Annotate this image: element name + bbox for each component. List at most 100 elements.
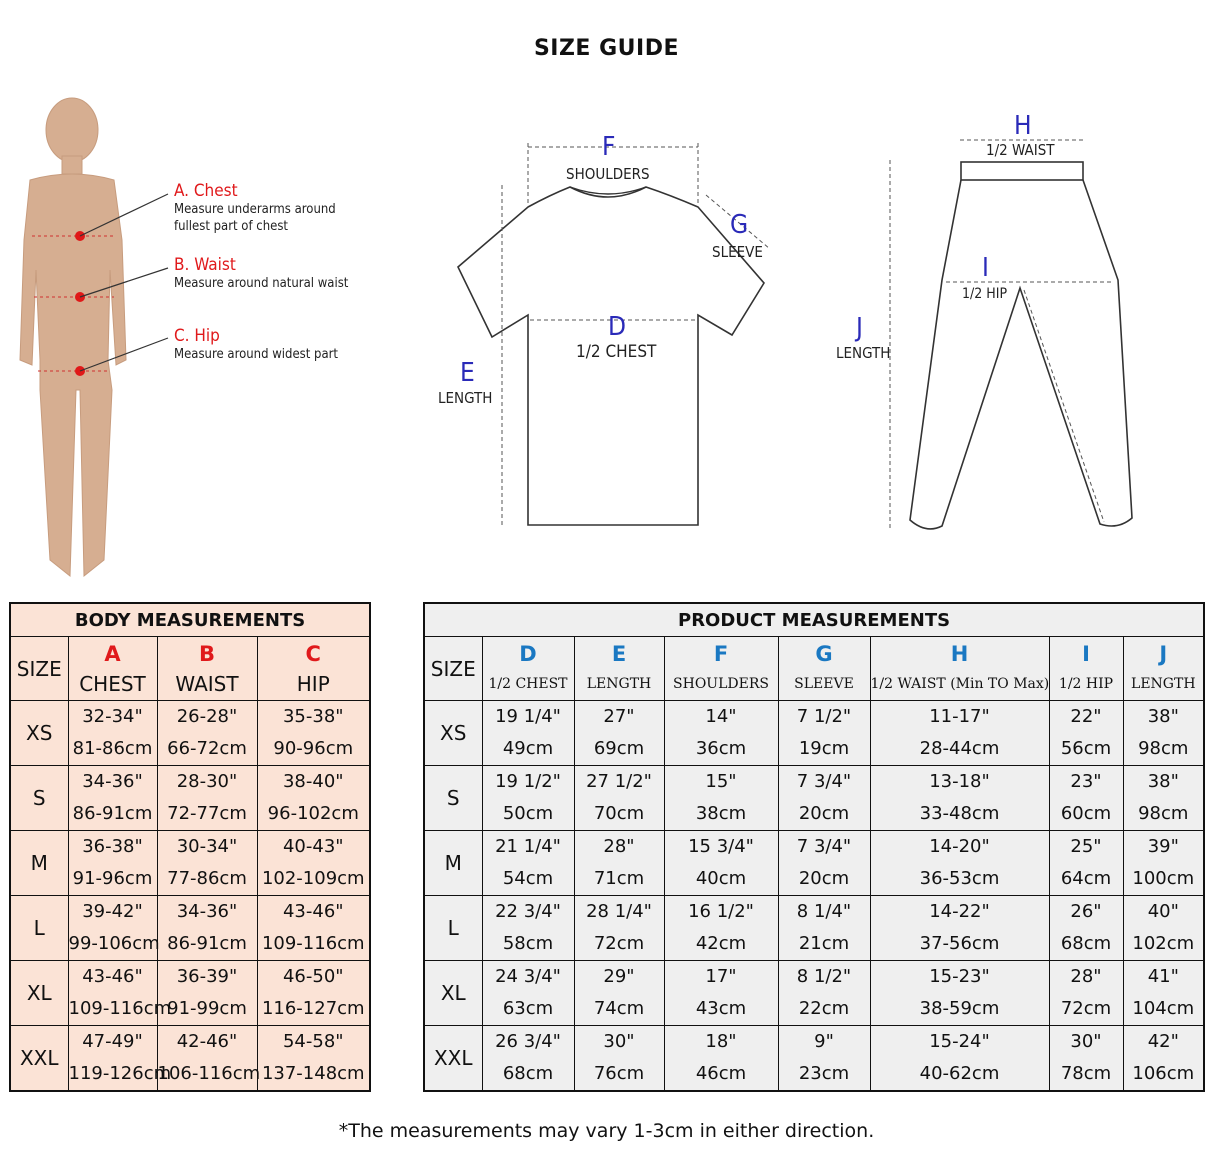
product-value-cell: 30"78cm <box>1048 1025 1124 1092</box>
body-value-cell: 54-58"137-148cm <box>256 1025 371 1092</box>
body-silhouette <box>19 97 127 578</box>
cm-value: 56cm <box>1060 738 1112 759</box>
body-figure-diagram: A. Chest Measure underarms around fulles… <box>19 97 349 578</box>
product-col-name: 1/2 CHEST <box>488 675 568 692</box>
cm-value: 116-127cm <box>261 998 365 1019</box>
product-col-letter: J <box>1159 641 1168 666</box>
body-value-cell: 26-28"66-72cm <box>156 700 258 766</box>
cm-value: 72-77cm <box>167 803 247 824</box>
body-value-cell: 39-42" 99-106cm <box>67 895 160 961</box>
waist-desc: Measure around natural waist <box>174 276 349 291</box>
inch-value: 36-38" <box>82 836 143 857</box>
cm-value: 54cm <box>502 868 554 889</box>
product-value-cell: 19 1/4"49cm <box>481 700 575 766</box>
cm-value: 19cm <box>798 738 850 759</box>
cm-value: 86-91cm <box>167 933 247 954</box>
product-size-cell: M <box>423 830 483 896</box>
inch-value: 39-42" <box>82 901 143 922</box>
product-size-cell: S <box>423 765 483 831</box>
product-col-letter: E <box>611 641 627 666</box>
cm-value: 81-86cm <box>72 738 153 759</box>
product-col-name: 1/2 HIP <box>1058 675 1114 692</box>
inch-value: 40" <box>1147 901 1179 922</box>
inch-value: 7 3/4" <box>796 836 852 857</box>
cm-value: 60cm <box>1060 803 1112 824</box>
shirt-half-chest-label: 1/2 CHEST <box>576 342 657 362</box>
body-size-cell: M <box>9 830 69 896</box>
body-value-cell: 43-46"109-116cm <box>256 895 371 961</box>
inch-value: 29" <box>603 966 635 987</box>
cm-value: 42cm <box>695 933 747 954</box>
cm-value: 69cm <box>593 738 645 759</box>
pants-i-letter: I <box>982 253 989 283</box>
inch-value: 36-39" <box>176 966 238 987</box>
product-size-cell: L <box>423 895 483 961</box>
body-value-cell: 36-39"91-99cm <box>156 960 258 1026</box>
cm-value: 33-48cm <box>919 803 1000 824</box>
inch-value: 46-50" <box>282 966 344 987</box>
cm-value: 38cm <box>695 803 747 824</box>
inch-value: 38" <box>1147 706 1179 727</box>
inch-value: 15" <box>705 771 737 792</box>
body-value-cell: 43-46"109-116cm <box>67 960 171 1026</box>
shirt-diagram: F SHOULDERS G SLEEVE D 1/2 CHEST E LENGT… <box>438 132 771 526</box>
cm-value: 99-106cm <box>68 933 160 954</box>
body-value-cell: 34-36"86-91cm <box>156 895 258 961</box>
product-col-name: SHOULDERS <box>673 675 769 692</box>
body-value-cell: 36-38"91-96cm <box>67 830 158 896</box>
cm-value: 119-126cm <box>68 1063 172 1084</box>
cm-value: 49cm <box>502 738 554 759</box>
cm-value: 28-44cm <box>919 738 1000 759</box>
pants-outline <box>909 179 1133 530</box>
chest-desc-1: Measure underarms around <box>174 202 336 217</box>
inch-value: 22 3/4" <box>495 901 561 922</box>
cm-value: 70cm <box>593 803 645 824</box>
shirt-e-letter: E <box>460 358 475 388</box>
product-col-name: LENGTH <box>1131 675 1196 692</box>
cm-value: 71cm <box>593 868 645 889</box>
product-table-title: PRODUCT MEASUREMENTS <box>423 602 1205 637</box>
cm-value: 98cm <box>1138 738 1189 759</box>
product-value-cell: 15-24"40-62cm <box>869 1025 1050 1092</box>
cm-value: 20cm <box>798 803 850 824</box>
cm-value: 78cm <box>1060 1063 1112 1084</box>
cm-value: 20cm <box>798 868 850 889</box>
page-title: SIZE GUIDE <box>533 36 680 61</box>
body-table-title: BODY MEASUREMENTS <box>9 602 371 637</box>
product-col-header: J LENGTH <box>1122 636 1205 701</box>
inch-value: 8 1/4" <box>796 901 852 922</box>
inch-value: 25" <box>1070 836 1102 857</box>
inch-value: 18" <box>705 1031 737 1052</box>
cm-value: 90-96cm <box>273 738 354 759</box>
inch-value: 15-23" <box>929 966 990 987</box>
inch-value: 24 3/4" <box>495 966 561 987</box>
product-value-cell: 7 3/4" 20cm <box>777 830 871 896</box>
body-value-cell: 46-50" 116-127cm <box>256 960 371 1026</box>
product-value-cell: 24 3/4"63cm <box>481 960 575 1026</box>
inch-value: 14-22" <box>929 901 990 922</box>
product-value-cell: 19 1/2"50cm <box>481 765 575 831</box>
product-value-cell: 7 3/4"20cm <box>777 765 871 831</box>
inch-value: 47-49" <box>82 1031 143 1052</box>
product-value-cell: 27 1/2"70cm <box>573 765 665 831</box>
product-value-cell: 15" 38cm <box>663 765 779 831</box>
body-size-cell: XS <box>9 700 69 766</box>
inch-value: 28" <box>603 836 635 857</box>
footnote: *The measurements may vary 1-3cm in eith… <box>338 1120 875 1142</box>
inch-value: 42-46" <box>176 1031 238 1052</box>
body-value-cell: 30-34"77-86cm <box>156 830 258 896</box>
cm-value: 100cm <box>1132 868 1195 889</box>
inch-value: 26" <box>1070 901 1102 922</box>
shirt-g-letter: G <box>730 210 748 240</box>
